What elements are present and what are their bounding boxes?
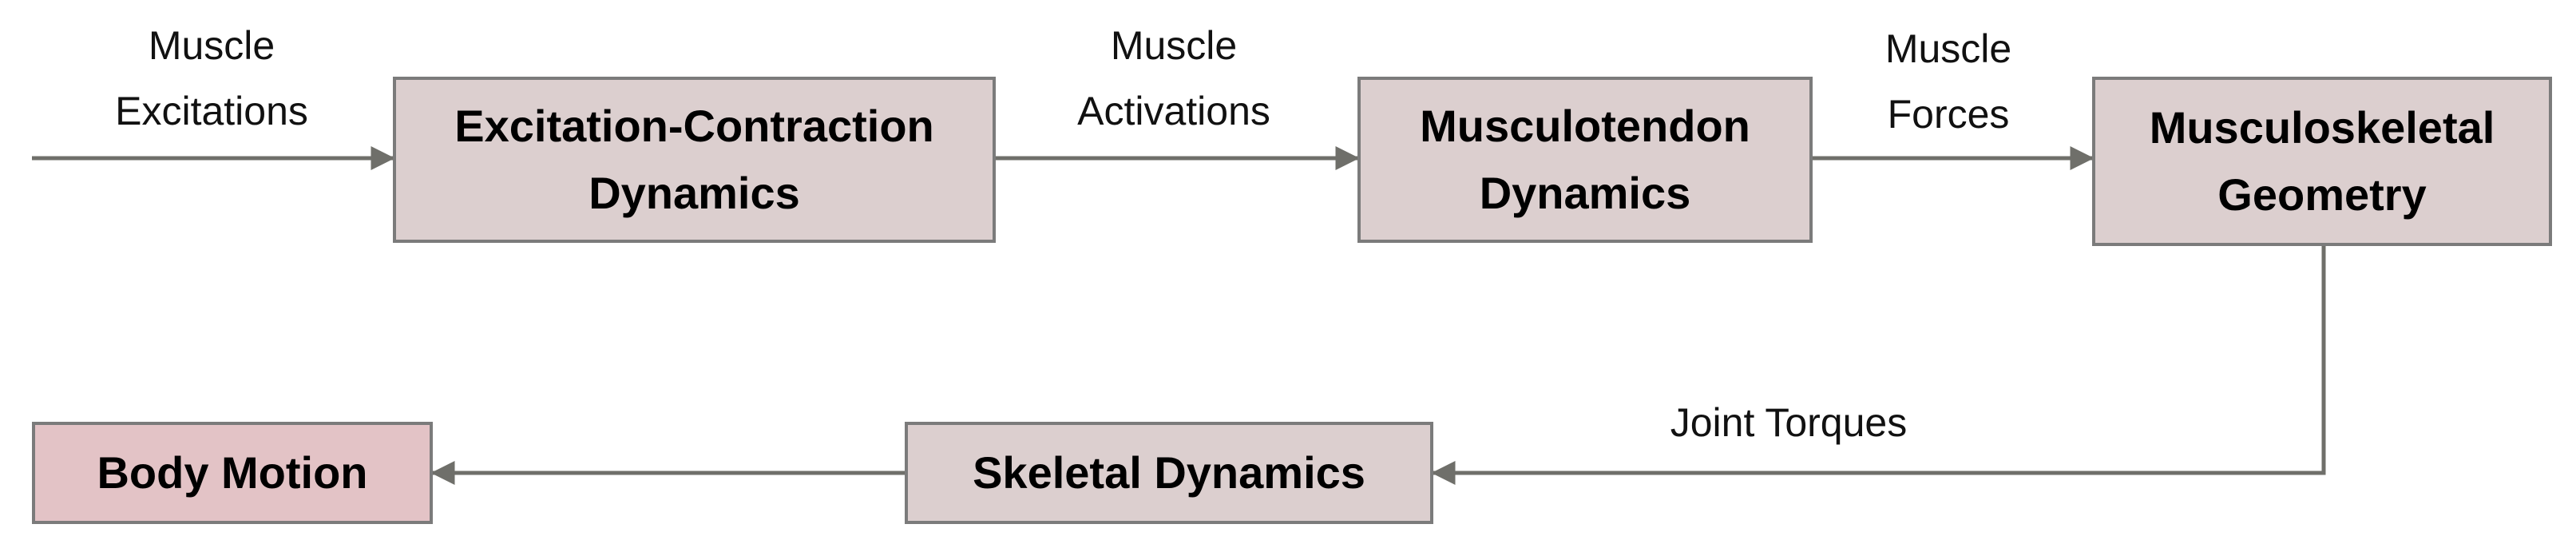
label-joint-torques: Joint Torques bbox=[1629, 390, 1948, 455]
label-muscle-excitations: Muscle Excitations bbox=[88, 13, 335, 144]
block-excitation-contraction-line2: Dynamics bbox=[589, 168, 800, 218]
block-body-motion: Body Motion bbox=[32, 422, 433, 524]
label-muscle-activations-line2: Activations bbox=[1077, 89, 1270, 133]
label-joint-torques-text: Joint Torques bbox=[1670, 400, 1908, 445]
label-muscle-excitations-line1: Muscle bbox=[148, 23, 275, 68]
label-muscle-forces-line2: Forces bbox=[1887, 92, 2010, 137]
block-skeletal-dynamics: Skeletal Dynamics bbox=[905, 422, 1433, 524]
block-excitation-contraction-line1: Excitation-Contraction bbox=[454, 101, 934, 151]
block-musculoskeletal-line1: Musculoskeletal bbox=[2149, 102, 2495, 153]
label-muscle-excitations-line2: Excitations bbox=[115, 89, 308, 133]
arrow-joint-torques bbox=[1431, 246, 2326, 485]
block-musculotendon-line2: Dynamics bbox=[1479, 168, 1691, 218]
block-musculotendon-line1: Musculotendon bbox=[1420, 101, 1750, 151]
block-musculotendon-dynamics: Musculotendon Dynamics bbox=[1357, 77, 1813, 243]
block-musculoskeletal-line2: Geometry bbox=[2217, 169, 2427, 220]
label-muscle-activations-line1: Muscle bbox=[1110, 23, 1238, 68]
block-body-motion-label: Body Motion bbox=[97, 447, 368, 498]
label-muscle-forces: Muscle Forces bbox=[1845, 16, 2052, 147]
label-muscle-activations: Muscle Activations bbox=[1038, 13, 1310, 144]
block-skeletal-dynamics-label: Skeletal Dynamics bbox=[973, 447, 1365, 498]
block-excitation-contraction-dynamics: Excitation-Contraction Dynamics bbox=[393, 77, 996, 243]
block-musculoskeletal-geometry: Musculoskeletal Geometry bbox=[2092, 77, 2552, 246]
label-muscle-forces-line1: Muscle bbox=[1884, 26, 2012, 71]
